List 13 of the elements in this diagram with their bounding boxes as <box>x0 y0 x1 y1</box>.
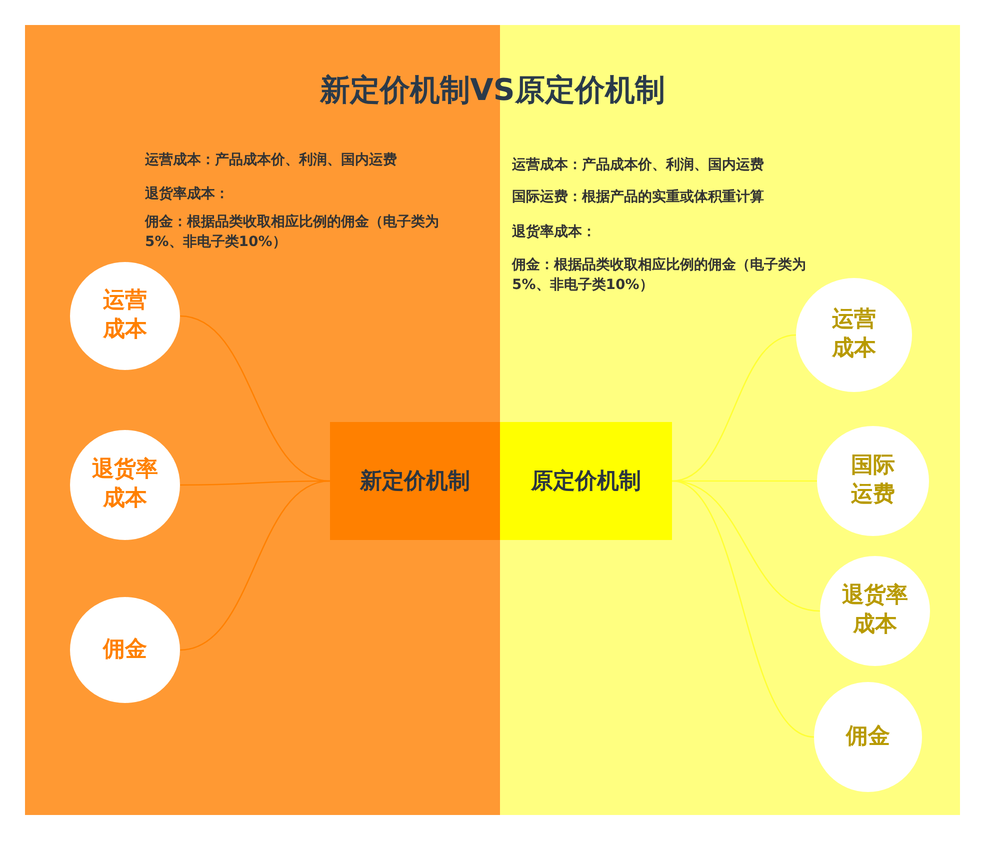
note-text: 佣金：根据品类收取相应比例的佣金（电子类为5%、非电子类10%） <box>145 212 440 252</box>
title: 新定价机制VS原定价机制 <box>318 72 666 110</box>
note-text: 运营成本：产品成本价、利润、国内运费 <box>512 156 765 175</box>
connector-line <box>672 480 814 738</box>
central-topic-box: 原定价机制 <box>500 422 672 540</box>
note-text: 退货率成本： <box>512 222 597 242</box>
connector-line <box>672 334 796 482</box>
connector-line <box>180 480 330 651</box>
central-topic-box: 新定价机制 <box>330 422 500 540</box>
note-text: 运营成本：产品成本价、利润、国内运费 <box>145 150 398 170</box>
note-text: 国际运费：根据产品的实重或体积重计算 <box>512 188 765 207</box>
note-text: 退货率成本： <box>145 184 230 204</box>
connector-line <box>180 315 330 482</box>
